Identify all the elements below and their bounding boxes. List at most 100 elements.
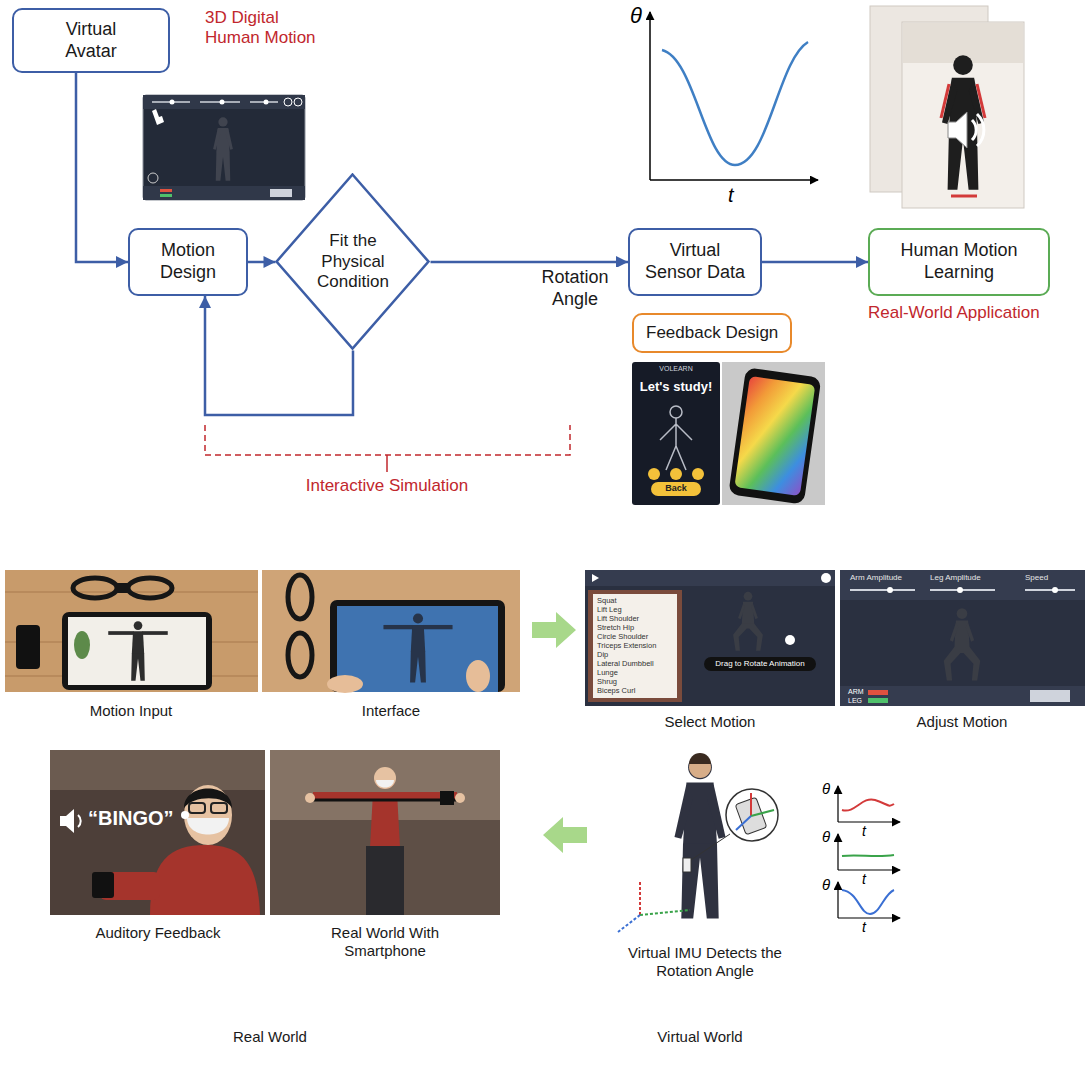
adjust-motion-screenshot: [868, 698, 888, 703]
small-angle-chart: [837, 882, 838, 918]
auditory-feedback-photo: [50, 750, 265, 790]
auditory-feedback-photo: [187, 818, 229, 835]
adjust-motion-screenshot: [840, 570, 1085, 706]
menu-item: Lift Shoulder: [597, 614, 639, 623]
axis-label: t: [862, 823, 866, 840]
slider-label: Arm Amplitude: [850, 573, 902, 583]
small-angle-chart: [838, 917, 900, 918]
angle-chart: [649, 12, 651, 180]
select-motion-screenshot: [785, 635, 795, 645]
motion-input-photo: [128, 578, 172, 598]
flow-arrow: [762, 261, 868, 264]
menu-item: Squat: [597, 596, 617, 605]
feedback-screenshot: [632, 362, 720, 505]
app-screenshot: [148, 173, 158, 183]
axis-label: θ: [822, 876, 830, 894]
caption: Virtual IMU Detects the Rotation Angle: [625, 944, 785, 980]
adjust-motion-screenshot: [840, 686, 1085, 706]
user-photo: [941, 84, 949, 118]
auditory-feedback-photo: [78, 815, 81, 827]
select-motion-screenshot: [593, 594, 677, 698]
phone-photo: [728, 367, 821, 504]
small-angle-chart: [838, 834, 900, 870]
section-label: Virtual World: [600, 1028, 800, 1046]
diamond-outline: [277, 175, 429, 349]
edge-label: Rotation Angle: [532, 267, 618, 310]
auditory-feedback-photo: [211, 803, 227, 813]
virtual-imu-figure: [751, 810, 774, 816]
axis-label: θ: [630, 3, 642, 29]
virtual-imu-figure: [689, 753, 711, 764]
adjust-motion-screenshot: [840, 570, 1085, 706]
motion-input-photo: [73, 578, 117, 598]
select-motion-screenshot: [585, 570, 835, 706]
caption: Real World With Smartphone: [315, 924, 455, 960]
real-world-photo: [270, 750, 500, 915]
auditory-feedback-photo: [184, 789, 232, 809]
app-screenshot: [264, 100, 269, 105]
adjust-motion-screenshot: [957, 587, 963, 593]
annotation: Real-World Application: [868, 303, 1040, 323]
axis-label: θ: [822, 828, 830, 846]
menu-item: Circle Shoulder: [597, 632, 648, 641]
auditory-feedback-photo: [150, 845, 260, 915]
user-photo: [942, 55, 984, 189]
axis-label: t: [728, 183, 734, 207]
adjust-motion-screenshot: [944, 608, 980, 680]
user-photo: [977, 84, 985, 118]
feedback-box: Feedback Design: [632, 313, 792, 353]
app-screenshot: [143, 95, 305, 200]
virtual-imu-figure: [736, 816, 751, 830]
slider-label: Speed: [1025, 573, 1048, 583]
auditory-feedback-photo: [181, 811, 189, 819]
menu-item: Stretch Hip: [597, 623, 634, 632]
auditory-feedback-photo: [189, 803, 205, 813]
real-world-photo: [270, 750, 500, 915]
auditory-feedback-photo: [92, 872, 114, 898]
menu-item: Lateral Dumbbell: [597, 659, 654, 668]
feedback-screenshot: [670, 468, 682, 480]
app-screenshot: [160, 189, 172, 192]
adjust-motion-screenshot: [850, 589, 915, 591]
app-screenshot: [270, 189, 292, 197]
real-world-photo: [440, 791, 454, 805]
decision-diamond: Fit the Physical Condition: [275, 173, 430, 350]
dashed-bracket: [205, 425, 570, 455]
node-label: Human Motion Learning: [893, 240, 1025, 283]
small-angle-chart: [842, 855, 894, 856]
real-world-photo: [312, 799, 458, 802]
select-motion-screenshot: [588, 590, 682, 702]
real-world-photo: [366, 846, 404, 915]
auditory-feedback-photo: [60, 809, 74, 833]
button-label: Back: [652, 483, 700, 494]
user-photo: [972, 120, 976, 140]
interface-photo: [327, 675, 363, 693]
motion-input-photo: [74, 631, 90, 659]
real-world-photo: [455, 793, 465, 803]
input-box: Virtual Avatar: [12, 8, 170, 73]
real-world-photo: [305, 793, 315, 803]
motion-input-photo: [5, 570, 258, 692]
screen-text: Let's study!: [633, 379, 719, 395]
motion-input-photo: [16, 625, 40, 669]
axis-label: t: [862, 919, 866, 936]
interface-photo: [262, 570, 520, 692]
axis-label: θ: [822, 780, 830, 798]
phone-photo: [728, 367, 821, 504]
flow-arrow: [248, 261, 275, 264]
select-motion-screenshot: [733, 592, 763, 651]
menu-item: Lift Leg: [597, 605, 622, 614]
node-label: Feedback Design: [646, 323, 778, 343]
app-screenshot: [143, 95, 305, 109]
small-angle-chart: [837, 834, 838, 870]
caption: Select Motion: [620, 713, 800, 731]
interface-photo: [288, 633, 312, 677]
node-label: Virtual Avatar: [49, 19, 133, 62]
feedback-screenshot: [648, 468, 660, 480]
caption: Motion Input: [41, 702, 221, 720]
motion-input-photo: [108, 621, 168, 681]
virtual-imu-figure: [618, 915, 640, 932]
